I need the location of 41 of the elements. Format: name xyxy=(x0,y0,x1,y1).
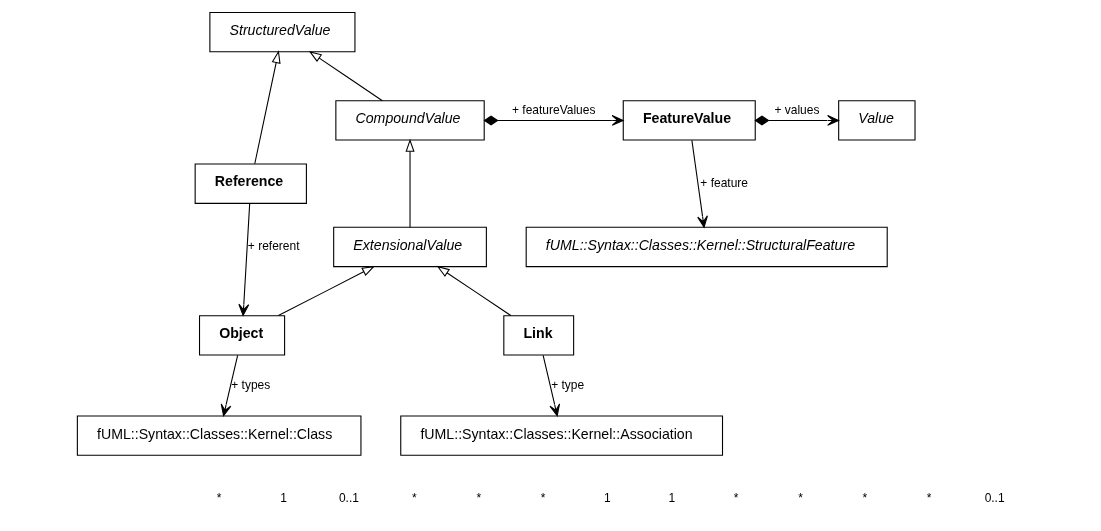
edge-label: + type xyxy=(550,377,584,392)
node-box: Reference xyxy=(194,163,307,204)
node-box: fUML::Syntax::Classes::Kernel::Association xyxy=(399,415,723,456)
label: 0..1 xyxy=(338,490,359,505)
arrow xyxy=(277,266,375,317)
arrow xyxy=(483,115,624,126)
edge-label: + values xyxy=(773,102,819,117)
label: * xyxy=(733,490,738,505)
node-box: Value xyxy=(837,100,916,141)
node-box: fUML::Syntax::Classes::Kernel::StructuralFeature xyxy=(525,226,888,268)
node-box: ExtensionalValue xyxy=(332,226,487,268)
node-box: fUML::Syntax::Classes::Kernel::Class xyxy=(76,415,361,456)
edge-label: + featureValues xyxy=(511,102,595,117)
label: 1 xyxy=(667,490,675,505)
label: * xyxy=(926,490,932,505)
arrow xyxy=(308,50,383,102)
arrow xyxy=(404,138,415,228)
node-box: Object xyxy=(198,315,285,356)
arrow xyxy=(542,354,560,417)
node-box: FeatureValue xyxy=(622,100,756,141)
edge-label: + feature xyxy=(699,175,748,190)
arrow xyxy=(220,354,238,417)
label: 1 xyxy=(279,490,287,505)
label: * xyxy=(216,490,221,505)
node-box: Link xyxy=(502,315,574,356)
arrow xyxy=(690,139,708,228)
arrow xyxy=(753,115,839,126)
label: * xyxy=(540,490,545,505)
edge-label: + referent xyxy=(247,239,300,254)
arrow xyxy=(436,265,511,317)
label: 1 xyxy=(603,490,611,505)
arrow xyxy=(237,202,250,316)
node-box: StructuredValue xyxy=(208,11,355,53)
label: * xyxy=(797,490,803,505)
label: * xyxy=(411,490,417,505)
label: 0..1 xyxy=(984,490,1005,505)
edge-label: + types xyxy=(230,377,270,392)
label: * xyxy=(475,490,481,505)
arrow xyxy=(253,50,281,165)
label: * xyxy=(862,490,867,505)
node-box: CompoundValue xyxy=(334,100,485,141)
